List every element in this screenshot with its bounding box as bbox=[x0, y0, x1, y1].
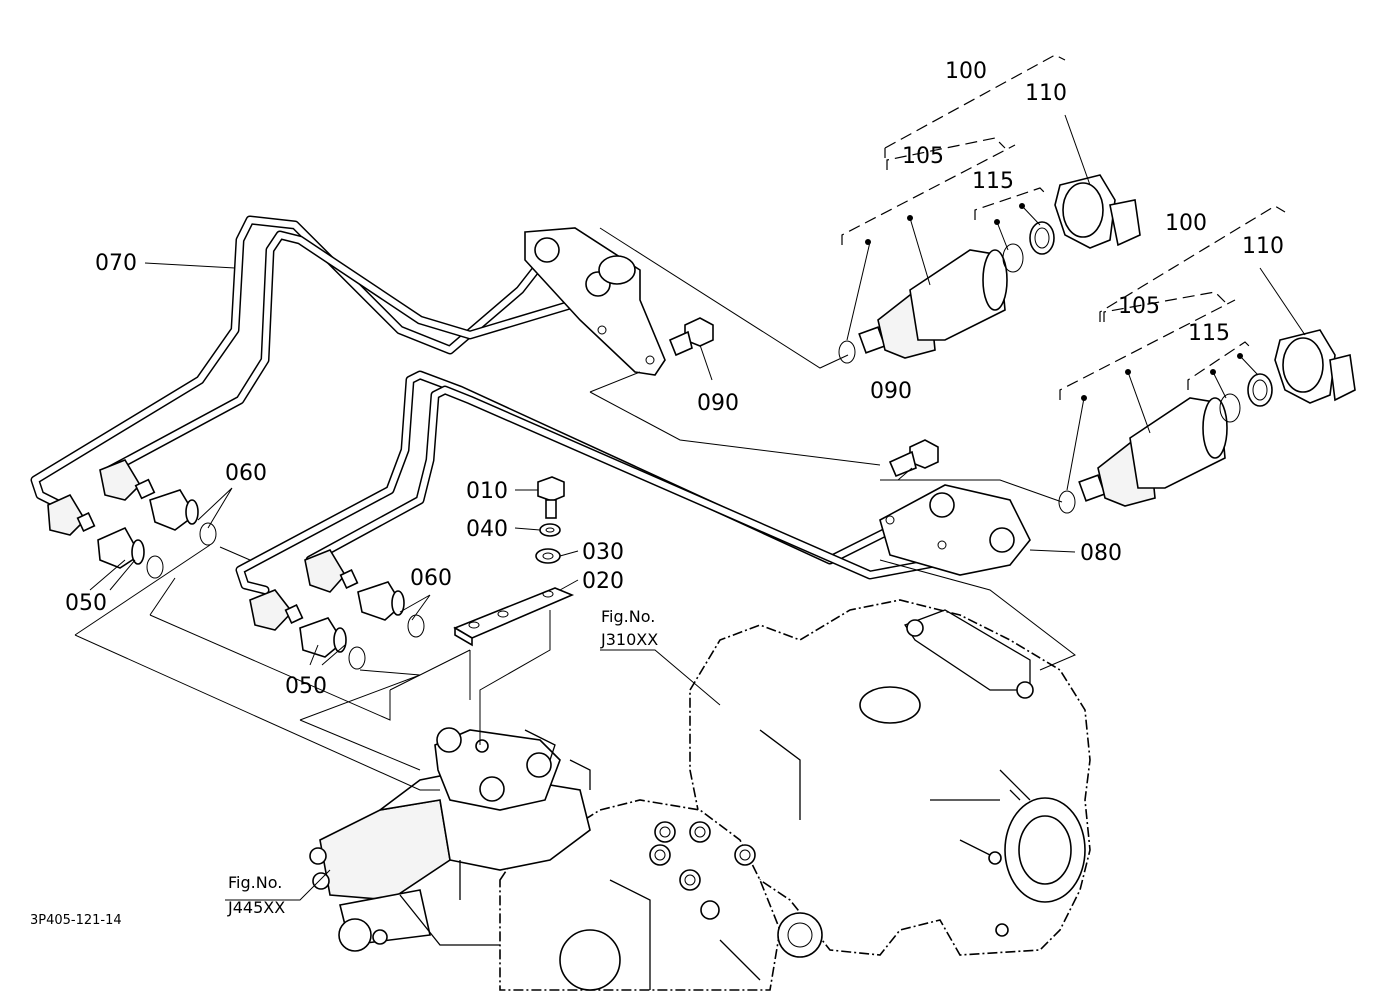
callout-110-lower: 110 bbox=[1242, 234, 1284, 259]
bolt-090-lower bbox=[888, 439, 939, 478]
callout-115-lower: 115 bbox=[1188, 321, 1230, 346]
callout-050-upper: 050 bbox=[65, 591, 107, 616]
figure-references: Fig.No. J310XX Fig.No. J445XX bbox=[227, 607, 658, 917]
fittings-050-upper-left bbox=[47, 459, 217, 579]
bolt-090-upper bbox=[668, 317, 714, 357]
hydraulic-block-housing bbox=[499, 799, 823, 991]
callout-090-lower: 090 bbox=[870, 379, 912, 404]
callout-060-lower: 060 bbox=[410, 566, 452, 591]
callout-110-upper: 110 bbox=[1025, 81, 1067, 106]
sensor-assembly-upper bbox=[838, 174, 1141, 364]
callout-030: 030 bbox=[582, 540, 624, 565]
callout-100-upper: 100 bbox=[945, 59, 987, 84]
pipe-080 bbox=[235, 370, 1031, 595]
fig-ref-right-label: Fig.No. bbox=[601, 607, 655, 626]
sensor-assembly-lower bbox=[1058, 329, 1356, 514]
bolt-010 bbox=[537, 476, 565, 519]
lock-washer-040 bbox=[539, 523, 561, 537]
transmission-housing bbox=[689, 599, 1091, 956]
callout-050-lower: 050 bbox=[285, 674, 327, 699]
leader-lines bbox=[89, 114, 1306, 901]
callout-060-upper: 060 bbox=[225, 461, 267, 486]
fig-ref-left-code: J445XX bbox=[227, 898, 285, 917]
callout-080: 080 bbox=[1080, 541, 1122, 566]
callout-105-lower: 105 bbox=[1118, 294, 1160, 319]
pipe-070 bbox=[30, 215, 666, 510]
drawing-id: 3P405-121-14 bbox=[30, 913, 122, 928]
fig-ref-right-code: J310XX bbox=[600, 630, 658, 649]
control-valve-assembly bbox=[309, 727, 591, 952]
callout-020: 020 bbox=[582, 569, 624, 594]
callout-115-upper: 115 bbox=[972, 169, 1014, 194]
callout-100-lower: 100 bbox=[1165, 211, 1207, 236]
group-brackets bbox=[841, 54, 1286, 400]
callout-070: 070 bbox=[95, 251, 137, 276]
assembly-lines bbox=[74, 227, 1076, 791]
fig-ref-left-label: Fig.No. bbox=[228, 873, 282, 892]
washer-030 bbox=[535, 548, 561, 564]
fittings-050-lower-left bbox=[249, 549, 425, 670]
callout-090-upper: 090 bbox=[697, 391, 739, 416]
callout-040: 040 bbox=[466, 517, 508, 542]
callout-105-upper: 105 bbox=[902, 144, 944, 169]
callout-labels: 100 110 105 115 100 110 105 115 070 090 … bbox=[65, 59, 1284, 699]
callout-010: 010 bbox=[466, 479, 508, 504]
plate-020 bbox=[453, 587, 575, 647]
